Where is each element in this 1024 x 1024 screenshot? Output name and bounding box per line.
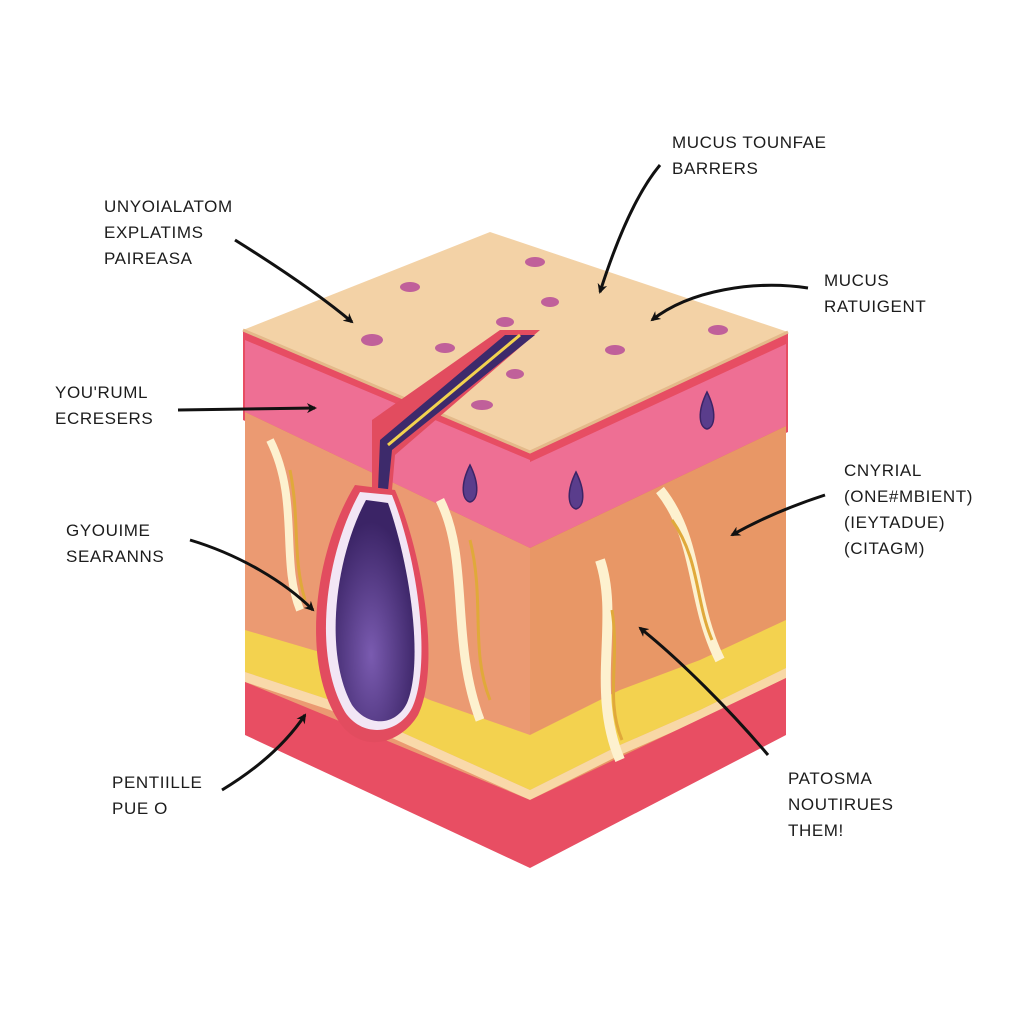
label-line: UNYOIALATOM <box>104 197 233 216</box>
label-line: YOU'RUML <box>55 383 149 402</box>
label-bottom-left: PENTIILLE PUE O <box>112 770 202 822</box>
label-line: GYOUIME <box>66 521 151 540</box>
label-line: EXPLATIMS <box>104 223 204 242</box>
label-top-left: UNYOIALATOM EXPLATIMS PAIREASA <box>104 194 233 272</box>
label-line: NOUTIRUES <box>788 795 894 814</box>
label-line: ECRESERS <box>55 409 154 428</box>
label-line: PUE O <box>112 799 168 818</box>
label-top-right: MUCUS RATUIGENT <box>824 268 926 320</box>
label-line: RATUIGENT <box>824 297 927 316</box>
gland-duct <box>316 330 540 743</box>
label-line: CNYRIAL <box>844 461 922 480</box>
label-line: PATOSMA <box>788 769 873 788</box>
label-line: BARRERS <box>672 159 759 178</box>
label-bottom-right: PATOSMA NOUTIRUES THEM! <box>788 766 894 844</box>
label-line: SEARANNS <box>66 547 165 566</box>
arrows <box>177 164 826 792</box>
surface-pores <box>361 257 728 410</box>
label-line: (ONE#MBIENT) <box>844 487 974 506</box>
label-line: MUCUS TOUNFAE <box>672 133 827 152</box>
right-face <box>530 332 788 868</box>
label-line: (IEYTADUE) <box>844 513 946 532</box>
label-top-center: MUCUS TOUNFAE BARRERS <box>672 130 827 182</box>
label-line: (CITAGM) <box>844 539 925 558</box>
label-line: PAIREASA <box>104 249 193 268</box>
label-mid-left: YOU'RUML ECRESERS <box>55 380 153 432</box>
label-line: PENTIILLE <box>112 773 203 792</box>
label-lower-left: GYOUIME SEARANNS <box>66 518 164 570</box>
mucus-droplets <box>462 390 715 510</box>
label-line: MUCUS <box>824 271 890 290</box>
label-right-mid: CNYRIAL (ONE#MBIENT) (IEYTADUE) (CITAGM) <box>844 458 973 562</box>
label-line: THEM! <box>788 821 844 840</box>
